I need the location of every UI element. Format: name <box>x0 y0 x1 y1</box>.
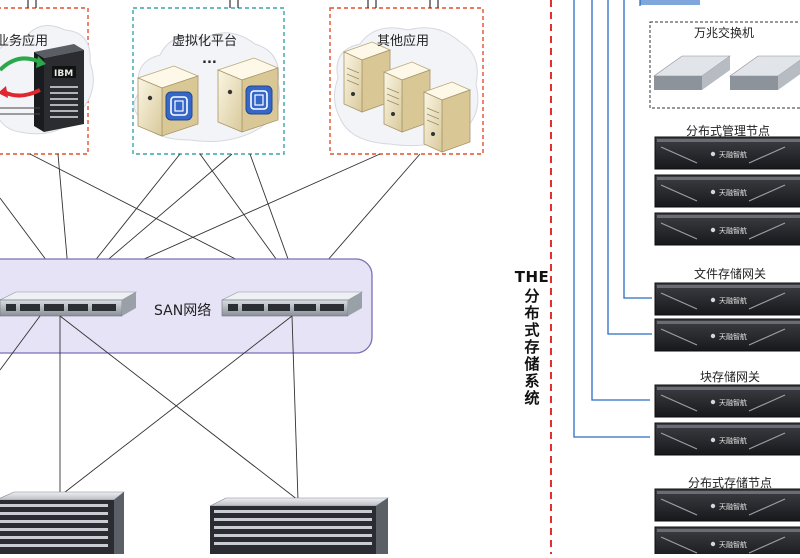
server-brand-label: 天融智航 <box>719 540 747 549</box>
other-apps-label: 其他应用 <box>377 34 430 49</box>
distributed-storage-system-label: THE 分 布 式 存 储 系 统 <box>514 268 550 407</box>
rack-server-icon: 天融智航 <box>654 318 800 352</box>
system-label-char: 布 <box>524 304 540 322</box>
server-icon <box>382 61 432 133</box>
other-apps-box <box>329 7 484 155</box>
fc-link-lines-lower <box>0 315 299 501</box>
rack-server-icon: 天融智航 <box>654 384 800 418</box>
server-brand-label: 天融智航 <box>719 502 747 511</box>
disk-array-icon <box>0 491 125 554</box>
disk-array-icon <box>209 497 389 554</box>
san-network-label: SAN网络 <box>154 303 212 319</box>
system-label-char: 系 <box>524 372 540 390</box>
file-gateway-label: 文件存储网关 <box>694 267 767 281</box>
server-brand-label: 天融智航 <box>719 332 747 341</box>
top-connectors <box>27 0 439 8</box>
server-brand-label: 天融智航 <box>719 398 747 407</box>
rack-server-icon: 天融智航 <box>654 174 800 208</box>
virtualization-ellipsis: ... <box>202 52 217 67</box>
block-gateway-label: 块存储网关 <box>700 370 761 384</box>
business-apps-label: 业务应用 <box>0 34 49 49</box>
mgmt-nodes-label: 分布式管理节点 <box>686 124 771 138</box>
system-label-chars: 分 布 式 存 储 系 统 <box>514 288 550 407</box>
server-brand-label: 天融智航 <box>719 188 747 197</box>
switch-group-box <box>649 21 800 109</box>
server-icon <box>136 65 200 137</box>
ibm-mainframe-icon <box>0 44 84 132</box>
server-brand-label: 天融智航 <box>719 226 747 235</box>
system-label-char: 分 <box>524 287 540 305</box>
san-network-area <box>0 258 373 354</box>
rack-server-icon: 天融智航 <box>654 136 800 170</box>
system-label-char: 式 <box>524 321 540 339</box>
network-links-blue <box>573 0 652 438</box>
fc-switch-icon <box>221 291 364 317</box>
system-label-prefix: THE <box>514 268 550 286</box>
rack-server-icon: 天融智航 <box>654 526 800 558</box>
virtualization-label: 虚拟化平台 <box>172 34 238 49</box>
server-brand-label: 天融智航 <box>719 296 747 305</box>
ibm-logo-text: IBM <box>54 69 73 79</box>
server-icon <box>422 81 472 153</box>
switch-group-label: 万兆交换机 <box>694 26 755 40</box>
server-brand-label: 天融智航 <box>719 436 747 445</box>
fc-switch-icon <box>0 291 138 317</box>
server-icon <box>216 57 280 133</box>
server-icon <box>342 41 392 113</box>
rack-server-icon: 天融智航 <box>654 282 800 316</box>
system-label-char: 储 <box>524 355 540 373</box>
storage-nodes-label: 分布式存储节点 <box>688 476 773 490</box>
10g-switch-icon <box>729 55 800 90</box>
server-brand-label: 天融智航 <box>719 150 747 159</box>
rack-server-icon: 天融智航 <box>654 488 800 522</box>
system-label-char: 统 <box>524 389 540 407</box>
top-right-label-stub <box>640 0 700 5</box>
system-label-char: 存 <box>524 338 540 356</box>
10g-switch-icon <box>653 55 731 90</box>
virtualization-box <box>132 7 285 155</box>
rack-server-icon: 天融智航 <box>654 212 800 246</box>
rack-server-icon: 天融智航 <box>654 422 800 456</box>
